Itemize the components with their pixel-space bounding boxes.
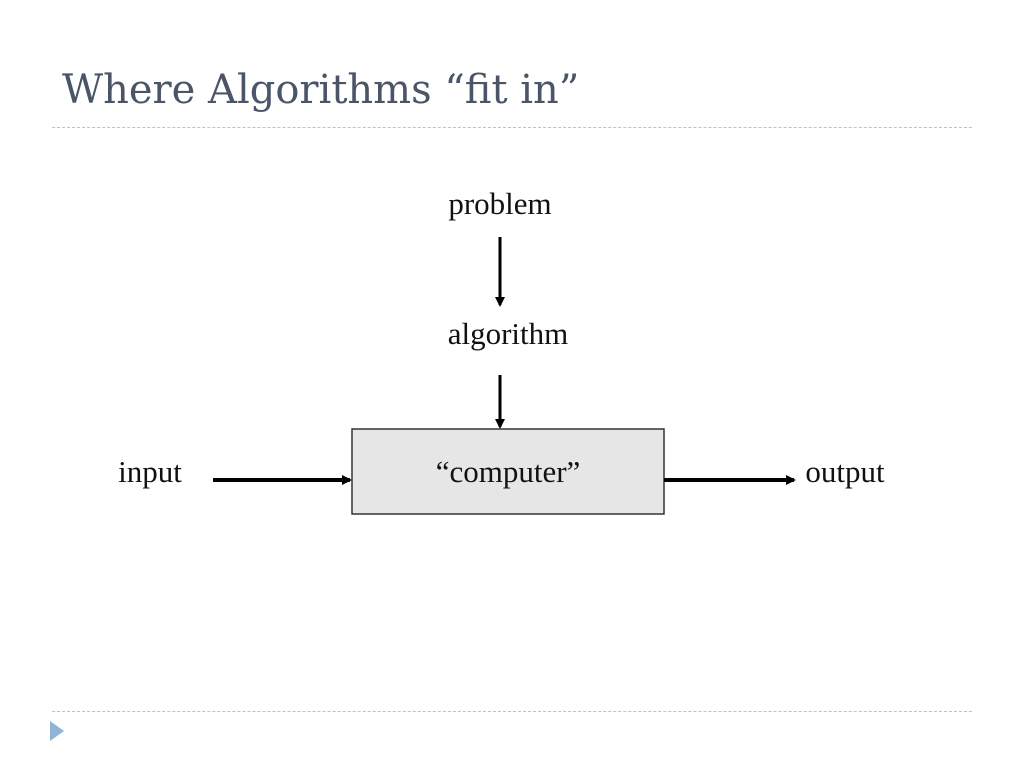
input-label: input bbox=[118, 454, 182, 489]
problem-label: problem bbox=[448, 186, 551, 221]
computer-label: “computer” bbox=[436, 454, 581, 489]
title-divider bbox=[52, 127, 972, 128]
triangle-right-icon[interactable] bbox=[50, 721, 64, 741]
algorithm-label: algorithm bbox=[448, 316, 569, 351]
slide-title: Where Algorithms “fit in” bbox=[62, 67, 580, 113]
footer-divider bbox=[52, 711, 972, 712]
output-label: output bbox=[805, 454, 885, 489]
computer-box bbox=[351, 428, 665, 515]
